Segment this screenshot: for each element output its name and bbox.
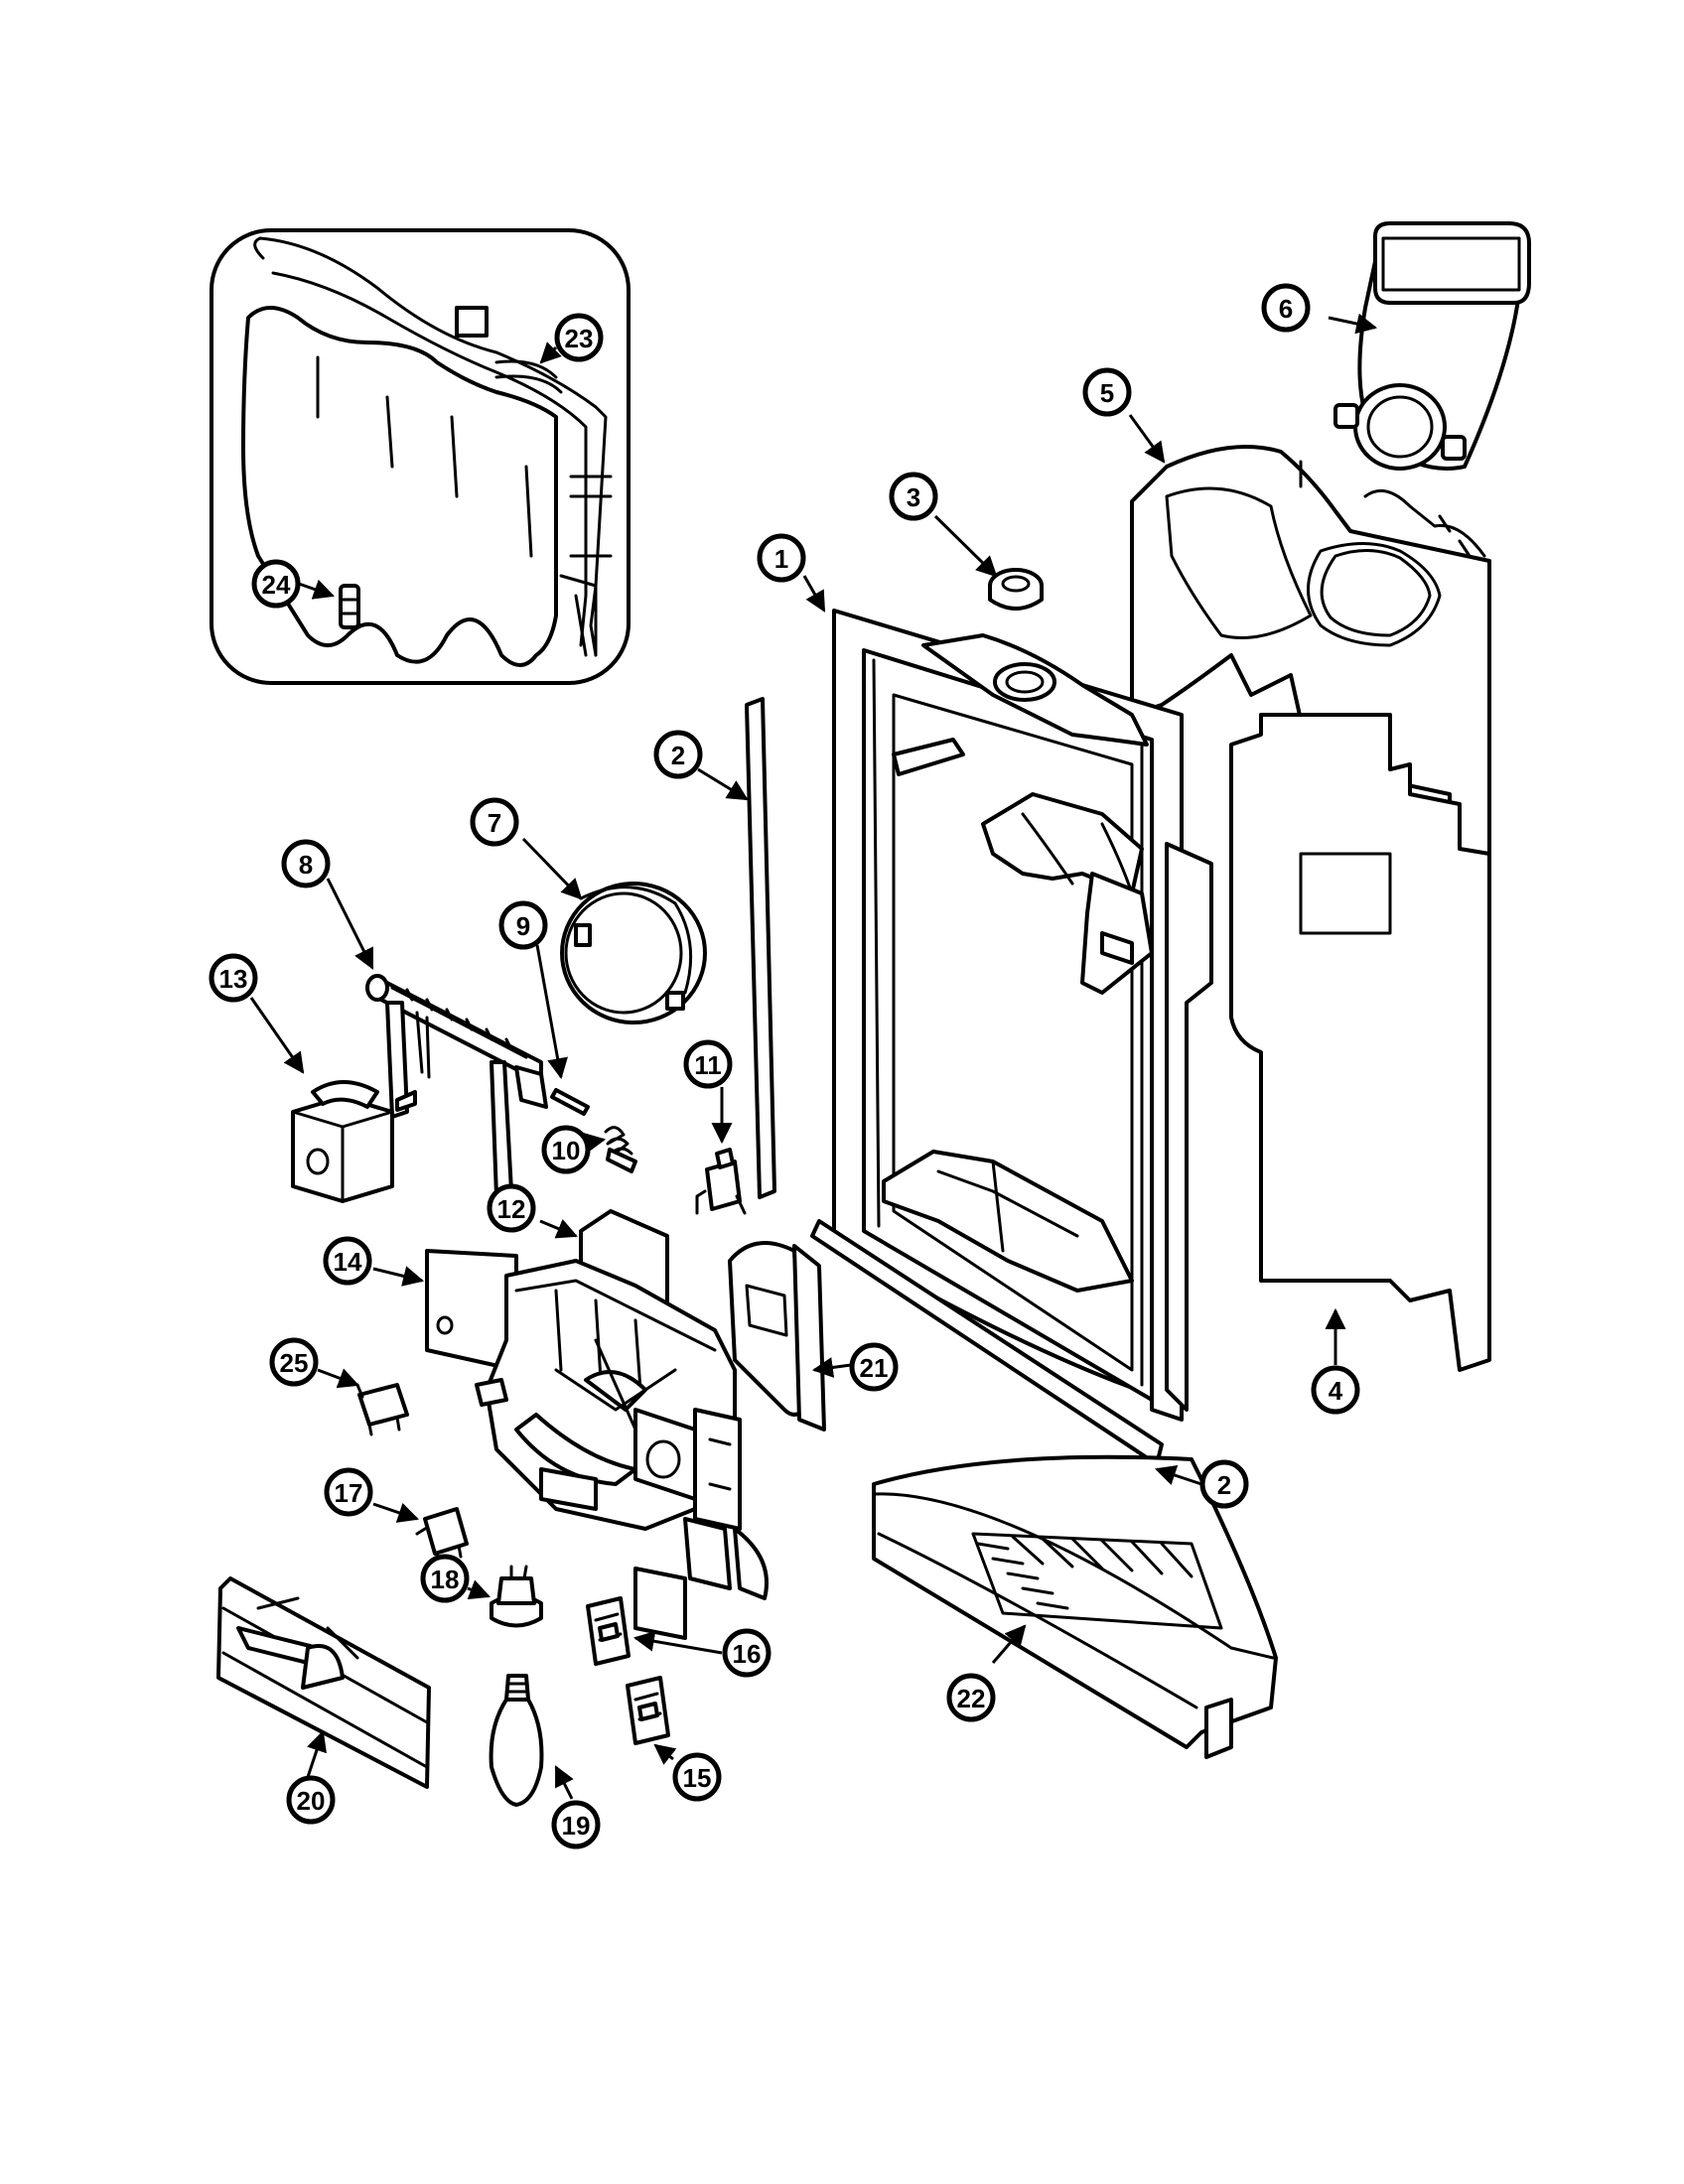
- part-1-dispenser-housing: [832, 609, 1213, 1422]
- svg-text:16: 16: [733, 1639, 762, 1669]
- part-6-ice-chute: [1333, 221, 1531, 471]
- callout-7: 7: [470, 797, 519, 847]
- callout-9: 9: [498, 900, 548, 950]
- callout-19: 19: [551, 1800, 601, 1849]
- callout-15: 15: [672, 1752, 722, 1802]
- callout-5: 5: [1082, 367, 1132, 417]
- part-17-switch: [415, 1507, 469, 1566]
- part-19-bulb: [489, 1674, 544, 1807]
- part-3-plug: [988, 568, 1044, 611]
- svg-text:7: 7: [488, 808, 501, 838]
- part-14-dispenser-assembly: [425, 1249, 769, 1640]
- svg-text:9: 9: [516, 911, 530, 941]
- callout-2-upper: 2: [653, 730, 703, 779]
- svg-text:1: 1: [774, 544, 788, 574]
- part-24-fitting: [339, 584, 360, 629]
- svg-text:23: 23: [565, 324, 594, 353]
- part-18-lamp-socket: [490, 1565, 543, 1628]
- part-4-insulation-panel: [1229, 713, 1491, 1372]
- callout-12: 12: [487, 1183, 536, 1233]
- svg-text:11: 11: [694, 1050, 722, 1080]
- callout-6: 6: [1261, 283, 1311, 333]
- part-11-switch: [695, 1148, 747, 1215]
- part-2-trim-horizontal: [810, 1219, 1164, 1466]
- svg-text:4: 4: [1329, 1376, 1343, 1406]
- callout-2-lower: 2: [1199, 1459, 1249, 1509]
- svg-text:6: 6: [1279, 294, 1293, 324]
- part-22-drip-tray: [872, 1454, 1278, 1759]
- part-9-pin: [550, 1088, 590, 1116]
- part-2-trim-vertical: [745, 697, 776, 1199]
- callout-23: 23: [554, 313, 604, 362]
- callout-8: 8: [281, 839, 331, 888]
- svg-text:14: 14: [334, 1247, 362, 1277]
- svg-text:22: 22: [957, 1684, 986, 1713]
- part-13-solenoid: [291, 1080, 417, 1203]
- callout-17: 17: [324, 1467, 373, 1517]
- svg-text:12: 12: [497, 1194, 526, 1224]
- part-7-ice-door: [560, 882, 707, 1024]
- part-8-door-arm: [365, 974, 548, 1198]
- svg-text:15: 15: [683, 1763, 712, 1793]
- svg-text:10: 10: [552, 1136, 581, 1165]
- callout-13: 13: [209, 953, 258, 1003]
- svg-text:17: 17: [335, 1478, 363, 1508]
- inset-panel: [210, 228, 631, 685]
- callout-1: 1: [757, 533, 806, 583]
- callout-18: 18: [420, 1554, 470, 1603]
- part-5-insulation: [1130, 445, 1491, 866]
- svg-text:13: 13: [219, 964, 248, 994]
- callout-14: 14: [323, 1236, 372, 1286]
- svg-text:3: 3: [907, 482, 920, 512]
- callout-16: 16: [722, 1628, 772, 1678]
- callout-3: 3: [889, 472, 938, 521]
- svg-text:8: 8: [299, 850, 313, 880]
- callout-11: 11: [683, 1039, 733, 1089]
- svg-text:5: 5: [1100, 378, 1114, 408]
- part-16-switch: [586, 1596, 631, 1666]
- leader-lines: [249, 313, 1378, 1800]
- svg-text:24: 24: [262, 570, 291, 600]
- svg-text:25: 25: [280, 1348, 309, 1378]
- svg-text:21: 21: [860, 1353, 889, 1383]
- callout-22: 22: [946, 1673, 996, 1722]
- svg-text:19: 19: [562, 1811, 591, 1841]
- part-20-control-panel: [216, 1576, 431, 1789]
- part-21-actuator-pad: [728, 1241, 826, 1432]
- svg-text:2: 2: [1217, 1470, 1231, 1500]
- callout-21: 21: [849, 1342, 899, 1392]
- callout-4: 4: [1311, 1365, 1360, 1415]
- svg-text:18: 18: [431, 1565, 460, 1594]
- svg-text:20: 20: [297, 1786, 326, 1816]
- callout-25: 25: [269, 1337, 319, 1387]
- svg-text:2: 2: [671, 741, 685, 770]
- callout-24: 24: [251, 559, 301, 609]
- part-23-tubing: [241, 236, 613, 667]
- part-10-spring: [604, 1126, 637, 1173]
- part-15-switch: [626, 1676, 670, 1745]
- callout-10: 10: [541, 1125, 591, 1174]
- callout-20: 20: [286, 1775, 336, 1825]
- part-25-switch: [355, 1383, 409, 1436]
